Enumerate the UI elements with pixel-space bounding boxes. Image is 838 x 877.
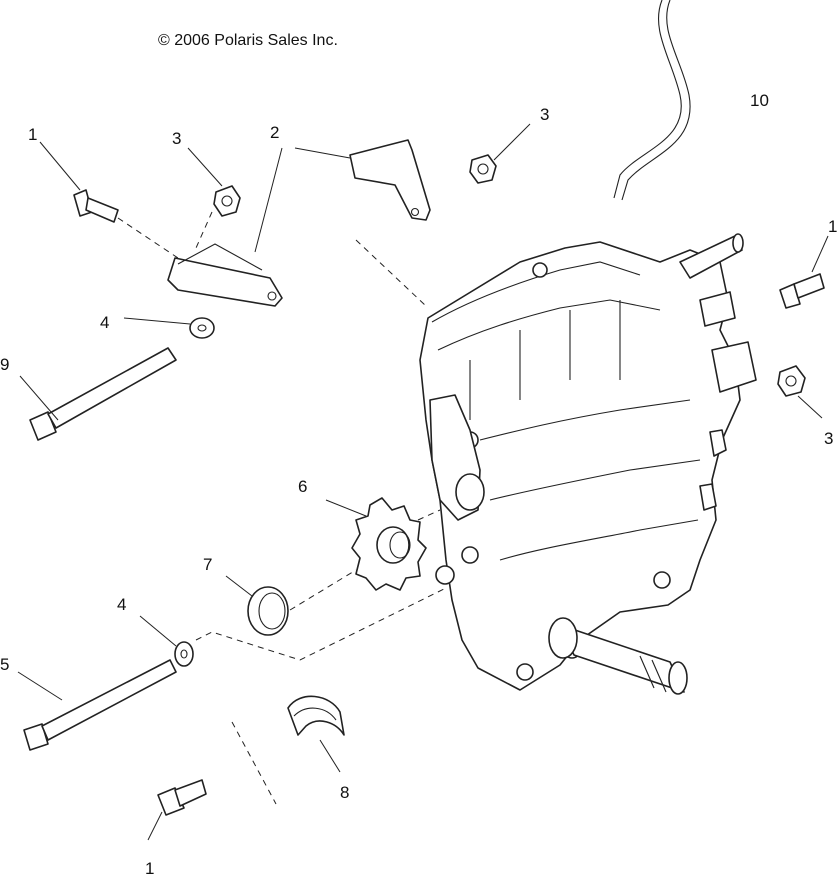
callout-6: 6 — [298, 477, 307, 496]
nut-3-top-left — [213, 185, 241, 217]
sprocket-6 — [351, 497, 427, 591]
callout-4-lower: 4 — [117, 595, 126, 614]
cable-harness-10 — [613, 0, 691, 201]
bolt-1-bottom — [157, 779, 207, 816]
callout-10: 10 — [750, 91, 769, 110]
callout-7: 7 — [203, 555, 212, 574]
callout-1-right: 1 — [828, 217, 837, 236]
long-bolt-5 — [23, 659, 177, 751]
callout-3-right: 3 — [824, 429, 833, 448]
callout-4-left: 4 — [100, 313, 109, 332]
copyright-text: © 2006 Polaris Sales Inc. — [158, 32, 338, 49]
leader-lines — [17, 123, 829, 841]
washer-4-lower — [174, 641, 194, 667]
callout-1-bottom: 1 — [145, 859, 154, 877]
callout-3-top-left: 3 — [172, 129, 181, 148]
bracket-2-lower — [167, 243, 283, 307]
callout-2: 2 — [270, 123, 279, 142]
callout-3-top-mid: 3 — [540, 105, 549, 124]
clip-8 — [287, 695, 345, 736]
washer-4-upper — [189, 317, 215, 339]
nut-3-top-mid — [469, 154, 497, 184]
nut-3-right — [777, 365, 806, 397]
bolt-1-right — [779, 273, 825, 309]
callout-9: 9 — [0, 355, 9, 374]
long-bolt-9 — [29, 347, 177, 441]
callout-1-top: 1 — [28, 125, 37, 144]
gearcase-housing — [419, 233, 757, 695]
bracket-2-upper — [349, 139, 431, 221]
bolt-1-top — [73, 189, 119, 223]
callout-8: 8 — [340, 783, 349, 802]
snap-ring-7 — [247, 586, 289, 636]
callout-5: 5 — [0, 655, 9, 674]
callout-labels: 1 3 2 3 10 1 4 9 3 6 7 4 5 8 1 — [0, 91, 837, 877]
